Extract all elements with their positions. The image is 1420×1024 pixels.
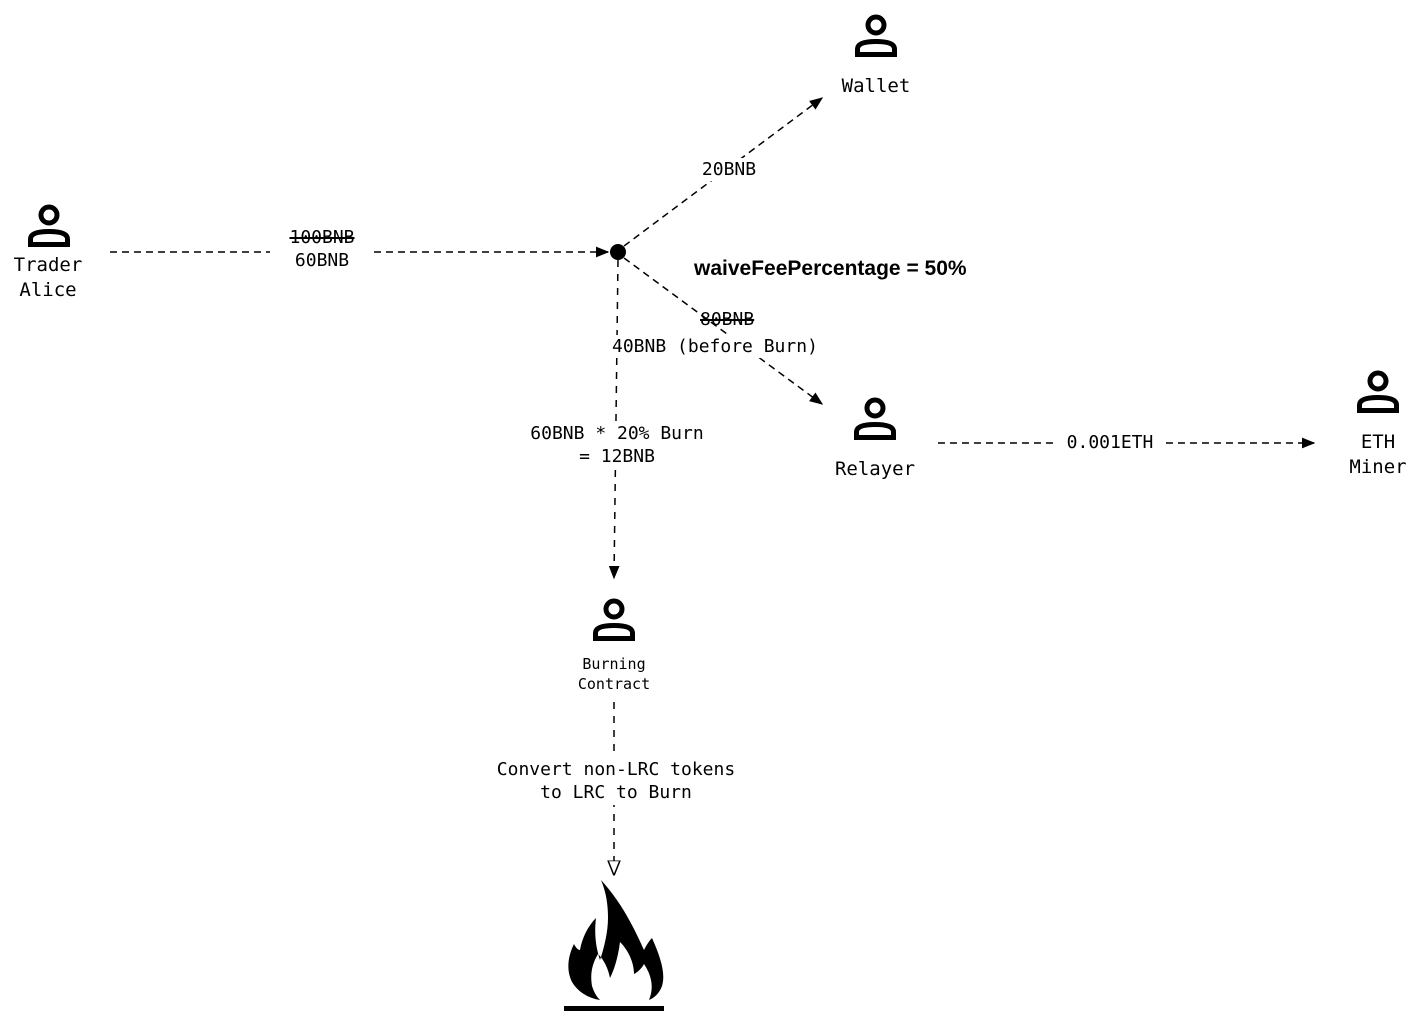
miner-label-line1: ETH [1360,431,1396,453]
trader-to-hub-label: 100BNB 60BNB [270,226,374,273]
trader-person-icon [28,207,70,247]
waive-fee-annotation: waiveFeePercentage = 50% [694,257,967,280]
hub-to-burn-label: 60BNB * 20% Burn = 12BNB [510,422,724,469]
miner-person-icon [1357,373,1399,413]
burn-to-fire-line2: to LRC to Burn [540,782,692,804]
trader-label: Trader Alice [4,253,92,302]
hub-to-relayer-new-value: 40BNB (before Burn) [610,335,820,359]
miner-label-line2: Miner [1349,455,1407,478]
hub-to-relayer-old-text: 80BNB [700,309,755,330]
hub-to-relayer-old-value: 80BNB [700,308,760,331]
burning-contract-label: Burning Contract [554,655,674,694]
edge-hub-to-relayer [623,257,824,405]
edge-hub-to-burn [608,259,620,580]
burning-contract-person-icon [593,601,635,641]
burn-to-fire-line1: Convert non-LRC tokens [496,759,736,780]
trader-label-line1: Trader [13,254,83,276]
relayer-label: Relayer [834,458,916,480]
trader-to-hub-old-value: 100BNB [289,227,355,248]
hub-to-wallet-label: 20BNB [688,158,770,182]
fire-icon [564,880,664,1011]
wallet-person-icon [855,17,897,57]
trader-to-hub-new-value: 60BNB [294,250,350,272]
miner-label: ETH Miner [1334,430,1420,479]
burning-contract-label-line1: Burning [582,655,646,673]
hub-to-burn-line2: = 12BNB [579,446,655,468]
hub-to-burn-line1: 60BNB * 20% Burn [530,423,704,444]
burn-to-fire-label: Convert non-LRC tokens to LRC to Burn [470,758,762,805]
burning-contract-label-line2: Contract [577,674,651,693]
relayer-person-icon [854,400,896,440]
hub-node [610,244,626,260]
relayer-to-miner-label: 0.001ETH [1056,431,1164,455]
wallet-label: Wallet [841,75,911,97]
trader-label-line2: Alice [19,278,77,301]
